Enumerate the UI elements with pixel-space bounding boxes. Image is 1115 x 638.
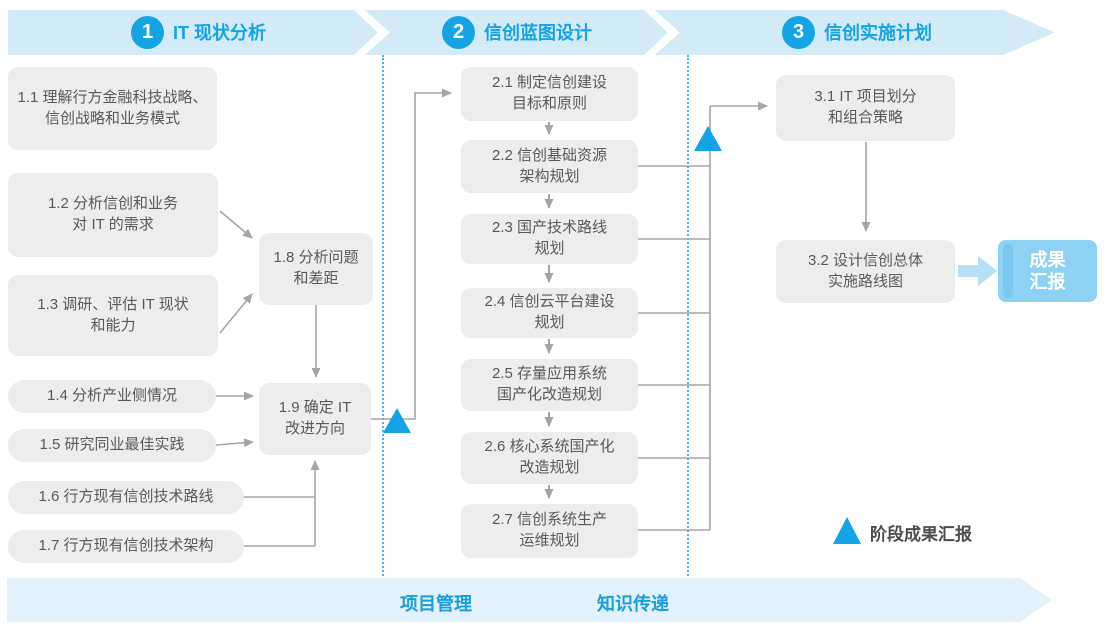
- step-box-2-3: 2.3 国产技术路线 规划: [461, 214, 638, 264]
- step-box-3-1: 3.1 IT 项目划分 和组合策略: [776, 75, 955, 141]
- phase-1-title: IT 现状分析: [173, 23, 266, 43]
- phase-header-1: 1 IT 现状分析: [131, 15, 266, 49]
- step-box-1-2: 1.2 分析信创和业务 对 IT 的需求: [8, 173, 218, 257]
- step-box-3-2: 3.2 设计信创总体 实施路线图: [776, 240, 955, 303]
- step-box-2-6: 2.6 核心系统国产化 改造规划: [461, 432, 638, 484]
- milestone-triangle-phase1-icon: [383, 408, 411, 433]
- result-report-label: 成果 汇报: [1029, 249, 1066, 293]
- result-arrow-icon: [958, 256, 997, 286]
- milestone-triangle-phase2-icon: [694, 126, 722, 151]
- bottom-band: [7, 578, 1052, 622]
- phase-header-2: 2 信创蓝图设计: [442, 15, 592, 49]
- legend-triangle-icon: [833, 517, 861, 544]
- phase-3-title: 信创实施计划: [824, 23, 932, 43]
- step-box-1-6: 1.6 行方现有信创技术路线: [8, 481, 244, 514]
- step-box-2-4: 2.4 信创云平台建设 规划: [461, 288, 638, 338]
- step-box-2-5: 2.5 存量应用系统 国产化改造规划: [461, 359, 638, 411]
- step-box-1-3: 1.3 调研、评估 IT 现状 和能力: [8, 275, 218, 356]
- phase-divider-1: [382, 55, 384, 576]
- step-box-2-1: 2.1 制定信创建设 目标和原则: [461, 67, 638, 121]
- step-box-1-9: 1.9 确定 IT 改进方向: [259, 383, 371, 455]
- result-box-accent-strip: [1003, 244, 1013, 298]
- step-box-2-2: 2.2 信创基础资源 架构规划: [461, 140, 638, 193]
- result-report-box: 成果 汇报: [998, 240, 1097, 302]
- step-box-1-8: 1.8 分析问题 和差距: [259, 233, 373, 305]
- step-box-1-7: 1.7 行方现有信创技术架构: [8, 530, 244, 563]
- bottom-band-label-project-management: 项目管理: [400, 594, 472, 614]
- phase-band: [8, 10, 1055, 55]
- phase-2-title: 信创蓝图设计: [484, 23, 592, 43]
- step-box-1-5: 1.5 研究同业最佳实践: [8, 429, 216, 462]
- bottom-band-label-knowledge-transfer: 知识传递: [597, 594, 669, 614]
- phase-divider-2: [687, 55, 689, 576]
- phase-1-number-badge: 1: [131, 15, 164, 49]
- phase-2-number-badge: 2: [442, 15, 475, 49]
- step-box-1-1: 1.1 理解行方金融科技战略、 信创战略和业务模式: [8, 67, 217, 150]
- legend-milestone-label: 阶段成果汇报: [870, 525, 972, 544]
- step-box-1-4: 1.4 分析产业侧情况: [8, 380, 216, 413]
- phase-header-3: 3 信创实施计划: [782, 15, 932, 49]
- step-box-2-7: 2.7 信创系统生产 运维规划: [461, 504, 638, 558]
- phase-3-number-badge: 3: [782, 15, 815, 49]
